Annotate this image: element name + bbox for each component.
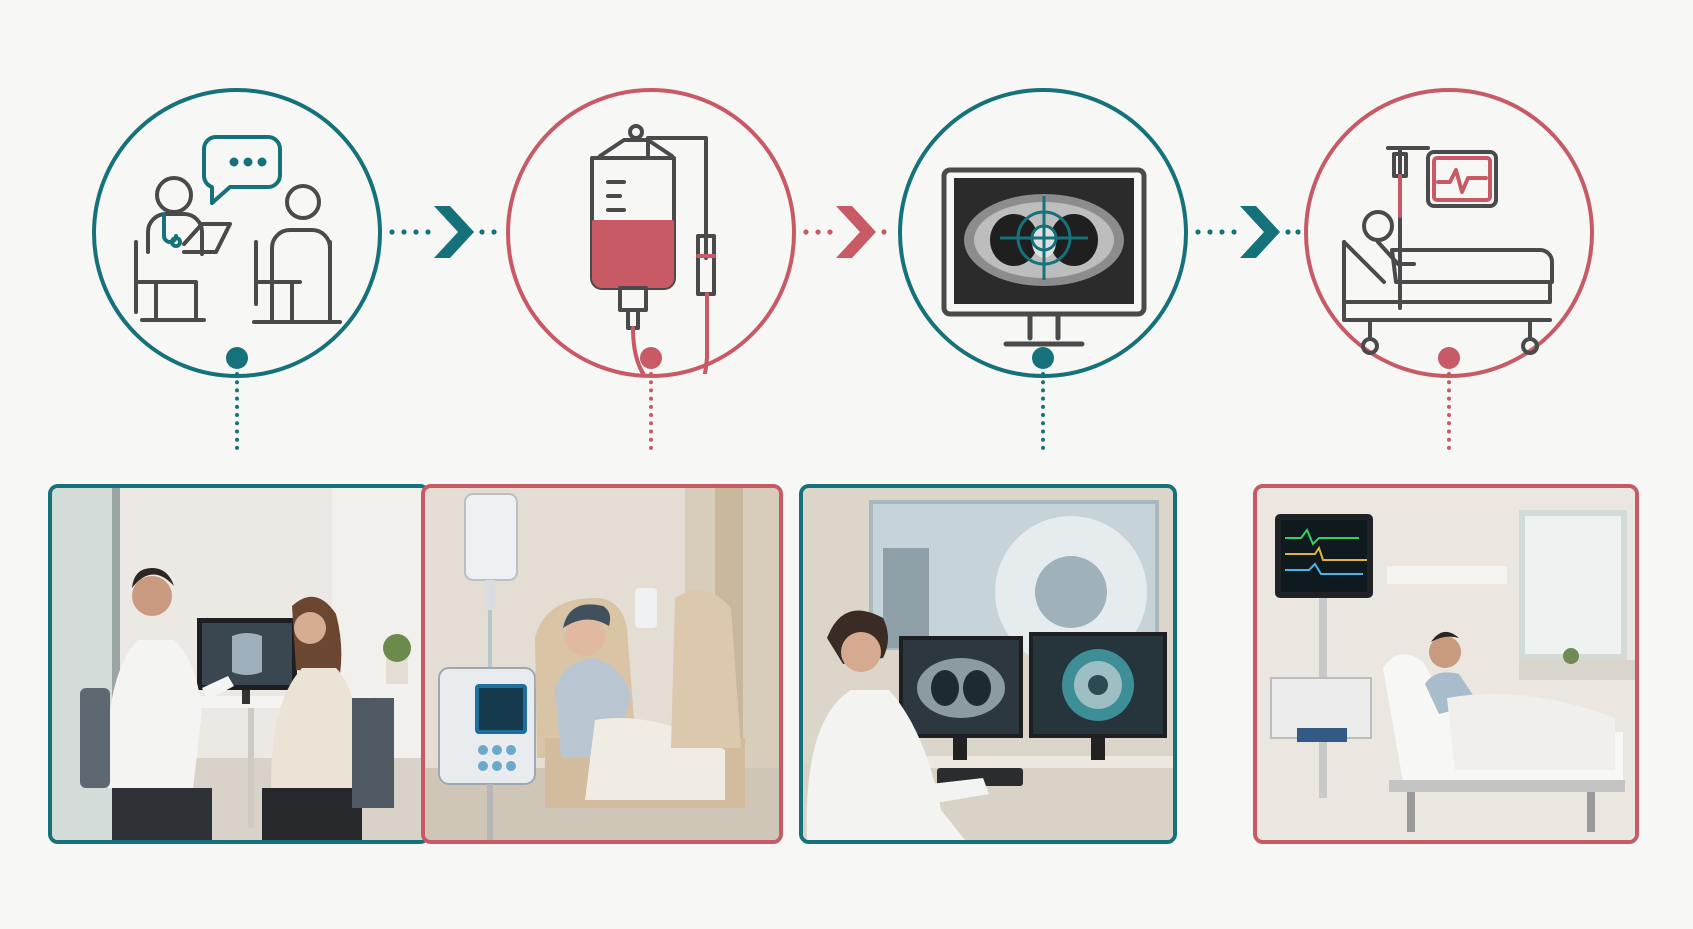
- step-2-dot: [640, 347, 662, 369]
- inpatient-care-photo: [1253, 484, 1639, 844]
- arrow-1: [389, 206, 497, 258]
- consultation-icon: [134, 135, 342, 324]
- radiology-imaging-photo: [799, 484, 1177, 844]
- step-3-connector: [1041, 372, 1045, 450]
- step-4-connector: [1447, 372, 1451, 450]
- step-4-dot: [1438, 347, 1460, 369]
- step-3-dot: [1032, 347, 1054, 369]
- ct-scan-monitor-icon: [941, 167, 1147, 347]
- step-2-circle: [506, 88, 796, 400]
- step-1-dot: [226, 347, 248, 369]
- consultation-photo: [48, 484, 430, 844]
- step-2-connector: [649, 372, 653, 450]
- chemotherapy-infusion-photo: [421, 484, 783, 844]
- step-3-circle: [898, 88, 1188, 378]
- step-4-circle: [1304, 88, 1594, 378]
- step-1-circle: [92, 88, 382, 378]
- arrow-3: [1195, 206, 1301, 258]
- hospital-bed-monitor-icon: [1342, 146, 1554, 355]
- iv-infusion-icon: [590, 124, 716, 400]
- arrow-2: [803, 206, 887, 258]
- step-1-connector: [235, 372, 239, 450]
